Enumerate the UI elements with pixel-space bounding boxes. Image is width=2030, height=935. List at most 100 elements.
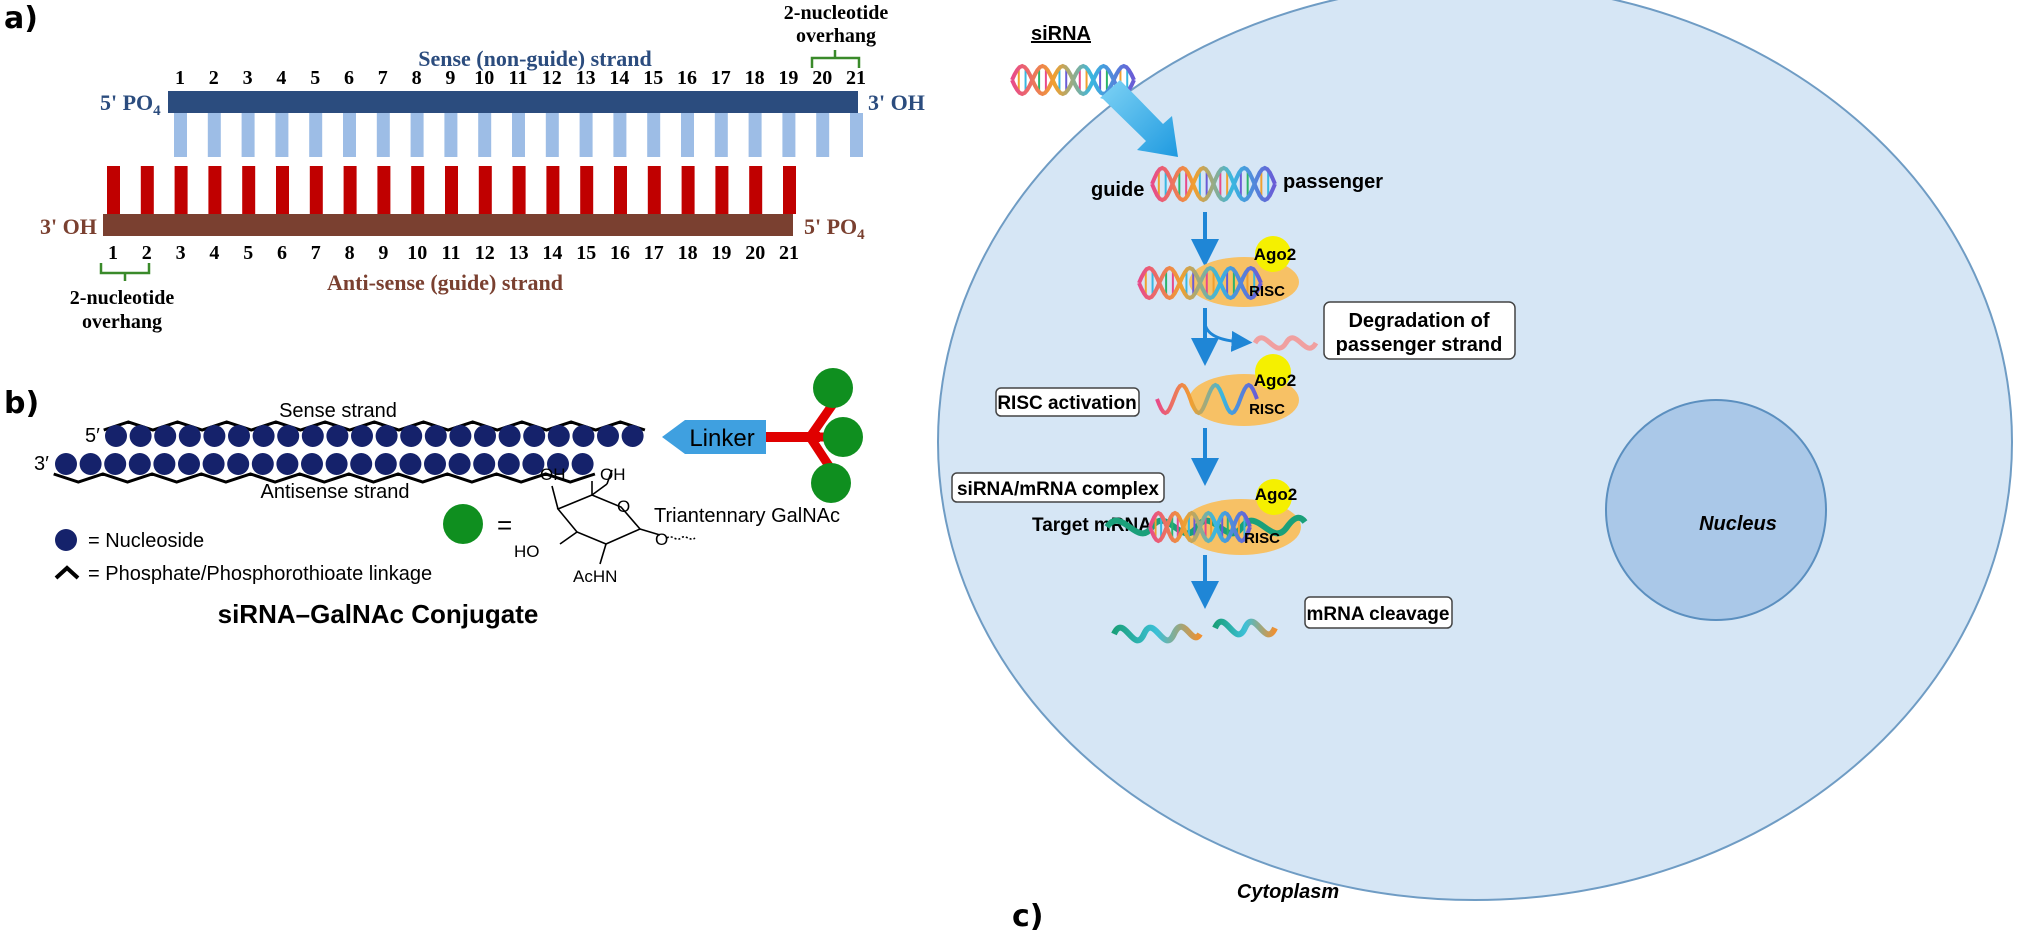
- sense-base: [512, 113, 525, 157]
- sense-position: 18: [745, 67, 765, 89]
- nucleoside: [571, 453, 594, 475]
- sense-position: 21: [846, 67, 866, 89]
- helix-strand: [1010, 63, 1136, 97]
- passenger-label: passenger: [1283, 171, 1383, 193]
- antisense-strand-label: Antisense strand: [261, 481, 410, 503]
- sense-base: [681, 113, 694, 157]
- sense-position: 2: [209, 67, 219, 89]
- passenger-strand-wave: [1252, 335, 1319, 351]
- galnac-sphere-bottom: [811, 463, 851, 503]
- guide-label: guide: [1091, 179, 1144, 201]
- legend-linkage-icon: [54, 565, 80, 580]
- sense-base: [748, 113, 762, 157]
- overhang-bottom-line2: overhang: [82, 311, 162, 333]
- triantennary-galnac-label: Triantennary GalNAc: [654, 505, 840, 527]
- antisense-base: [411, 166, 425, 214]
- nucleoside: [326, 425, 349, 447]
- sense-base: [816, 113, 830, 157]
- antisense-base: [343, 166, 357, 214]
- antisense-base: [276, 166, 289, 214]
- nucleoside: [572, 425, 595, 447]
- antisense-position: 16: [610, 242, 630, 264]
- ago2-circle-3: [1256, 479, 1292, 515]
- overhang-bottom-line1: 2-nucleotide: [70, 287, 175, 309]
- nucleoside: [252, 425, 275, 447]
- nucleoside: [523, 425, 546, 447]
- nucleoside: [301, 453, 323, 475]
- antisense-position: 1: [108, 242, 118, 264]
- sense-base: [579, 113, 593, 157]
- helix-strand: [1155, 382, 1259, 416]
- antisense-position: 2: [142, 242, 152, 264]
- degradation-line1: Degradation of: [1348, 310, 1489, 332]
- antisense-base: [614, 166, 627, 214]
- chem-ring-o: O: [617, 497, 630, 516]
- sense-position: 15: [643, 67, 663, 89]
- antisense-position: 15: [576, 242, 596, 264]
- antisense-base: [546, 166, 560, 214]
- antisense-base: [309, 166, 323, 214]
- panel-c-label: c): [1012, 899, 1044, 934]
- galnac-structure: [551, 469, 696, 565]
- panel-b-label: b): [4, 386, 39, 421]
- antisense-position: 20: [745, 242, 765, 264]
- degradation-line2: passenger strand: [1336, 334, 1503, 356]
- antisense-position: 9: [378, 242, 388, 264]
- antisense-base: [242, 166, 256, 214]
- antisense-position: 12: [475, 242, 495, 264]
- antisense-position: 11: [442, 242, 461, 264]
- sense-base: [343, 113, 356, 157]
- nucleoside: [202, 453, 225, 475]
- nucleoside: [227, 453, 250, 475]
- helix-strand: [1150, 165, 1277, 203]
- nucleoside: [350, 453, 373, 475]
- antisense-base: [715, 166, 729, 214]
- galnac-sphere-top: [813, 368, 853, 408]
- sense-position: 1: [175, 67, 185, 89]
- chem-achn: AcHN: [573, 567, 617, 586]
- chem-oh-2: OH: [600, 465, 626, 484]
- sense-nucleosides: [105, 425, 644, 447]
- nucleoside: [105, 425, 127, 447]
- chem-oh-1: OH: [540, 465, 566, 484]
- sense-base: [207, 113, 221, 157]
- risc-activation-label: RISC activation: [997, 393, 1136, 414]
- nucleoside: [400, 425, 423, 447]
- guide-strand-in-risc: [1155, 382, 1259, 416]
- nucleoside: [547, 453, 569, 475]
- linker-shape: [662, 420, 766, 454]
- cleaved-mrna-left: [1111, 623, 1203, 644]
- complex-label: siRNA/mRNA complex: [957, 479, 1159, 500]
- chem-link-o: O: [655, 530, 668, 549]
- nucleoside: [228, 425, 250, 447]
- antisense-3prime-label: 3' OH: [40, 214, 97, 239]
- antisense-position: 7: [311, 242, 321, 264]
- antisense-position: 13: [509, 242, 529, 264]
- sirna-label: siRNA: [1031, 23, 1091, 45]
- risc-label-3: RISC: [1244, 530, 1280, 547]
- sense-base: [850, 113, 863, 157]
- antisense-position: 18: [678, 242, 698, 264]
- antisense-linkage: [53, 472, 596, 484]
- antisense-5prime-label: 5' PO4: [804, 214, 865, 243]
- overhang-top-line2: overhang: [796, 25, 876, 47]
- antisense-position: 10: [407, 242, 427, 264]
- nucleoside: [597, 425, 619, 447]
- cytoplasm-label: Cytoplasm: [1237, 881, 1339, 903]
- nucleoside: [448, 453, 471, 475]
- sense-3prime-label: 3' OH: [868, 90, 925, 115]
- complex-box: [951, 472, 1165, 503]
- sense-position: 9: [445, 67, 455, 89]
- nucleoside: [621, 425, 644, 447]
- sense-position: 4: [276, 67, 286, 89]
- sense-bases: [174, 113, 863, 157]
- antisense-position: 6: [277, 242, 287, 264]
- panel-a-label: a): [4, 1, 38, 36]
- overhang-top-line1: 2-nucleotide: [784, 2, 889, 24]
- antisense-position: 19: [711, 242, 731, 264]
- nucleoside: [498, 425, 521, 447]
- antisense-position: 14: [542, 242, 562, 264]
- sense-position: 8: [412, 67, 422, 89]
- nucleoside: [497, 453, 520, 475]
